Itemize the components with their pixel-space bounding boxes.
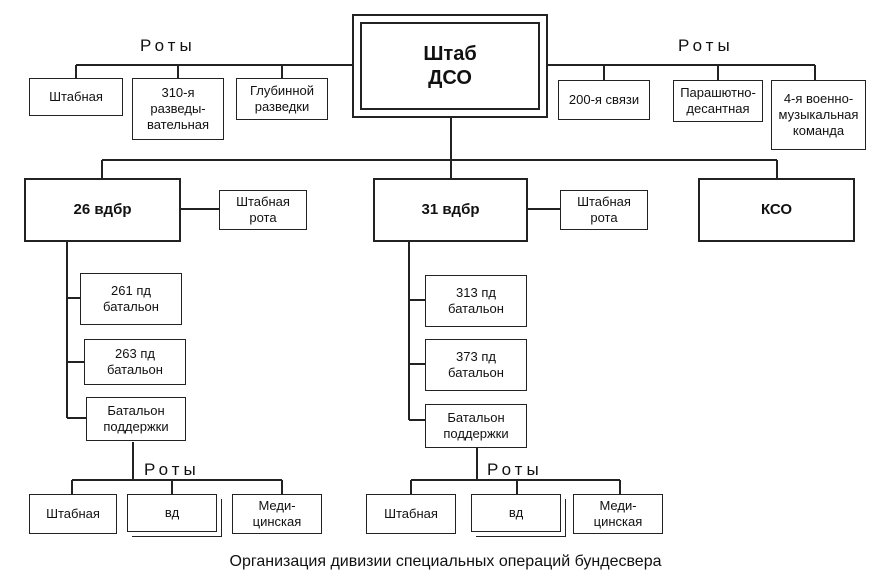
figure-caption: Организация дивизии специальных операций… (229, 553, 662, 570)
battalion-label: Батальон (447, 410, 505, 425)
company-box: вд (471, 494, 561, 532)
company-box: Глубинной разведки (236, 78, 328, 120)
company-label: цинская (252, 514, 302, 529)
hq-box: Штаб ДСО (352, 14, 548, 118)
battalion-box: 261 пд батальон (80, 273, 182, 325)
company-label: Штабная (577, 194, 631, 209)
battalion-label: поддержки (103, 419, 169, 434)
hq-title-line1: Штаб (423, 43, 477, 65)
company-box: 310-я разведы- вательная (132, 78, 224, 140)
battalion-box: 313 пд батальон (425, 275, 527, 327)
company-label: цинская (593, 514, 643, 529)
brigade-26-box: 26 вдбр (24, 178, 181, 242)
company-box: Штабная (366, 494, 456, 534)
battalion-box: 263 пд батальон (84, 339, 186, 385)
company-label: Штабная (46, 506, 100, 521)
company-label: 310-я (161, 85, 195, 100)
company-box: Меди- цинская (232, 494, 322, 534)
company-label: 4-я военно- (783, 91, 854, 106)
battalion-label: 373 пд (456, 349, 496, 364)
company-label: команда (792, 123, 845, 138)
brigade-31-label: 31 вдбр (421, 201, 480, 218)
kso-label: КСО (760, 201, 793, 218)
company-label: рота (249, 210, 277, 225)
company-box: Штабная (29, 78, 123, 116)
brigade-26-label: 26 вдбр (73, 201, 132, 218)
brigade-31-box: 31 вдбр (373, 178, 528, 242)
roty-label-top-right: Роты (678, 36, 734, 55)
company-box: Штабная (29, 494, 117, 534)
company-label: 200-я связи (568, 92, 640, 107)
roty-label-bottom-left: Роты (144, 460, 200, 479)
battalion-label: поддержки (443, 426, 509, 441)
battalion-label: 261 пд (111, 283, 151, 298)
company-label: Глубинной (249, 83, 315, 98)
hq-title-line2: ДСО (428, 67, 472, 89)
company-label: Штабная (236, 194, 290, 209)
roty-label-bottom-right: Роты (487, 460, 543, 479)
battalion-label: батальон (107, 362, 163, 377)
company-label: разведки (254, 99, 310, 114)
company-label: музыкальная (778, 107, 859, 122)
company-box: 200-я связи (558, 80, 650, 120)
kso-box: КСО (698, 178, 855, 242)
company-box: 4-я военно- музыкальная команда (771, 80, 866, 150)
company-label: Меди- (599, 498, 637, 513)
company-label: Штабная (49, 89, 103, 104)
company-label: вательная (146, 117, 210, 132)
company-box: Меди- цинская (573, 494, 663, 534)
company-label: вд (508, 505, 524, 520)
battalion-label: 313 пд (456, 285, 496, 300)
company-label: Парашютно- (680, 85, 756, 100)
battalion-label: 263 пд (115, 346, 155, 361)
battalion-box: 373 пд батальон (425, 339, 527, 391)
company-box: вд (127, 494, 217, 532)
battalion-box: Батальон поддержки (86, 397, 186, 441)
company-label: Меди- (258, 498, 296, 513)
company-label: Штабная (384, 506, 438, 521)
brigade-26-staff-company: Штабная рота (219, 190, 307, 230)
battalion-label: батальон (448, 301, 504, 316)
company-box: Парашютно- десантная (673, 80, 763, 122)
company-label: десантная (686, 101, 750, 116)
company-label: вд (164, 505, 180, 520)
battalion-label: Батальон (107, 403, 165, 418)
battalion-label: батальон (103, 299, 159, 314)
brigade-31-staff-company: Штабная рота (560, 190, 648, 230)
battalion-label: батальон (448, 365, 504, 380)
company-label: рота (590, 210, 618, 225)
company-label: разведы- (150, 101, 206, 116)
roty-label-top-left: Роты (140, 36, 196, 55)
battalion-box: Батальон поддержки (425, 404, 527, 448)
